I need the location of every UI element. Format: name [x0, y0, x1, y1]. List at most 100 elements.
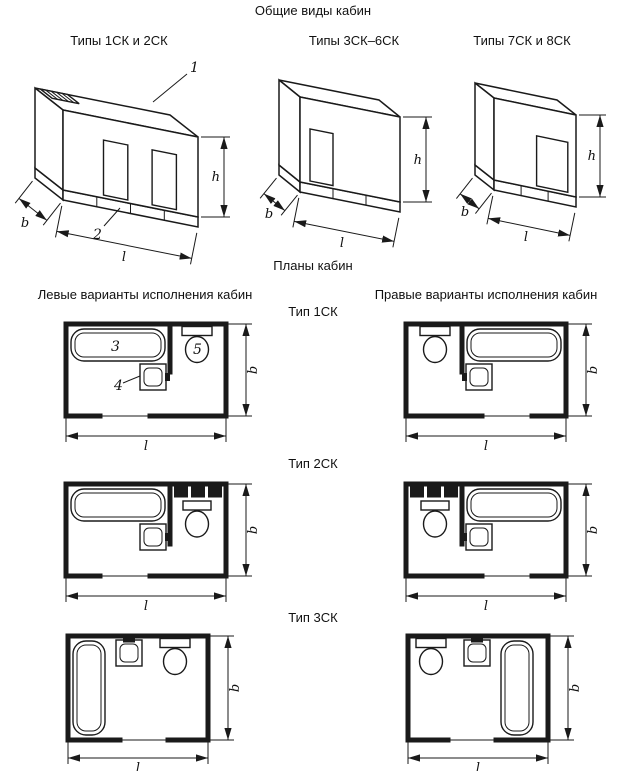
plan-type-2-label: Тип 2СК — [288, 456, 338, 471]
dim-height: h — [579, 114, 606, 198]
dim-l-label: l — [144, 439, 148, 452]
plan-1sk-left: 3 4 5 b l — [63, 321, 261, 452]
dim-height: h — [201, 136, 230, 218]
dim-b-label: b — [461, 205, 469, 220]
dim-b-label: b — [228, 684, 243, 692]
door-left — [102, 139, 129, 201]
cabin-body — [474, 81, 577, 198]
dim-width: b — [14, 180, 61, 231]
dim-height: h — [403, 116, 432, 203]
dim-width: b — [550, 635, 583, 741]
dim-l-label: l — [136, 761, 140, 771]
toilet — [182, 500, 212, 538]
dim-b-label: b — [568, 684, 583, 692]
iso-view-1-label: Типы 1СК и 2СК — [70, 33, 168, 48]
callout-roof: 1 — [152, 60, 199, 103]
iso-view-types-7sk-8sk: h b l — [456, 81, 606, 245]
plans-title: Планы кабин — [273, 258, 353, 273]
dim-length: l — [65, 578, 227, 612]
iso-view-types-3sk-6sk: h b l — [259, 78, 432, 251]
dim-l-label: l — [340, 236, 344, 251]
plan-type-3-label: Тип 3СК — [288, 610, 338, 625]
dim-b-label: b — [586, 366, 601, 374]
dim-width: b — [259, 177, 298, 222]
plan-2sk-left: b l — [63, 481, 261, 612]
plan-type-1-label: Тип 1СК — [288, 304, 338, 319]
door-opening — [535, 134, 569, 194]
dim-length: l — [486, 195, 576, 245]
dim-length: l — [405, 578, 567, 612]
dim-b-label: b — [246, 526, 261, 534]
toilet — [419, 325, 451, 364]
right-variants-label: Правые варианты исполнения кабин — [374, 287, 598, 302]
dim-h-label: h — [414, 153, 422, 168]
toilet — [415, 637, 447, 676]
dim-h-label: h — [588, 149, 596, 164]
bathtub — [466, 488, 562, 522]
toilet — [181, 325, 213, 364]
dim-l-label: l — [484, 439, 488, 452]
dim-b-label: b — [265, 207, 273, 222]
bathtub — [466, 328, 562, 362]
dim-length: l — [55, 205, 198, 265]
washbasin — [462, 363, 493, 391]
walls — [405, 633, 551, 743]
washbasin — [462, 523, 493, 551]
iso-view-types-1sk-2sk: 1 2 h b l — [14, 60, 230, 265]
walls — [63, 481, 229, 579]
dim-b-label: b — [586, 526, 601, 534]
dim-h-label: h — [212, 170, 220, 185]
dim-width: b — [210, 635, 243, 741]
dim-width: b — [228, 483, 261, 577]
plan-1sk-right: b l — [403, 321, 601, 452]
vent-grille — [410, 486, 458, 498]
plan-3sk-left: b l — [65, 633, 243, 771]
bathtub — [70, 488, 166, 522]
toilet — [420, 500, 450, 538]
door-right — [151, 148, 178, 211]
bathtub — [500, 640, 534, 736]
dim-length: l — [407, 742, 549, 771]
dim-length: l — [292, 197, 400, 251]
plan-3sk-right: b l — [405, 633, 583, 771]
walls — [403, 321, 569, 419]
callout-5-label: 5 — [193, 342, 202, 358]
ventilation-grille — [39, 88, 80, 105]
walls — [63, 321, 229, 419]
iso-view-3-label: Типы 7СК и 8СК — [473, 33, 571, 48]
dim-width: b — [568, 483, 601, 577]
dim-width: b — [568, 323, 601, 417]
dim-width: b — [456, 177, 492, 220]
dim-b-label: b — [246, 366, 261, 374]
plan-2sk-right: b l — [403, 481, 601, 612]
washbasin — [139, 523, 170, 551]
dim-length: l — [67, 742, 209, 771]
callout-washbasin: 4 — [113, 375, 141, 394]
callout-3-label: 3 — [111, 339, 120, 355]
washbasin — [463, 638, 491, 667]
bathtub — [72, 640, 106, 736]
page-title: Общие виды кабин — [254, 3, 372, 18]
washbasin — [139, 363, 170, 391]
dim-l-label: l — [144, 599, 148, 612]
dim-length: l — [65, 418, 227, 452]
left-variants-label: Левые варианты исполнения кабин — [37, 287, 253, 302]
dim-b-label: b — [21, 216, 29, 231]
toilet — [159, 637, 191, 676]
dim-length: l — [405, 418, 567, 452]
dim-width: b — [228, 323, 261, 417]
walls — [403, 481, 569, 579]
dim-l-label: l — [484, 599, 488, 612]
callout-base: 2 — [92, 207, 121, 243]
dim-l-label: l — [524, 230, 528, 245]
washbasin — [115, 638, 143, 667]
callout-1-label: 1 — [190, 60, 199, 76]
dim-l-label: l — [476, 761, 480, 771]
door-openings — [102, 139, 178, 211]
walls — [65, 633, 211, 743]
vent-grille — [174, 486, 222, 498]
dim-l-label: l — [122, 250, 126, 265]
door-opening — [309, 128, 334, 187]
bathtub — [70, 328, 166, 362]
iso-view-2-label: Типы 3СК–6СК — [308, 33, 400, 48]
